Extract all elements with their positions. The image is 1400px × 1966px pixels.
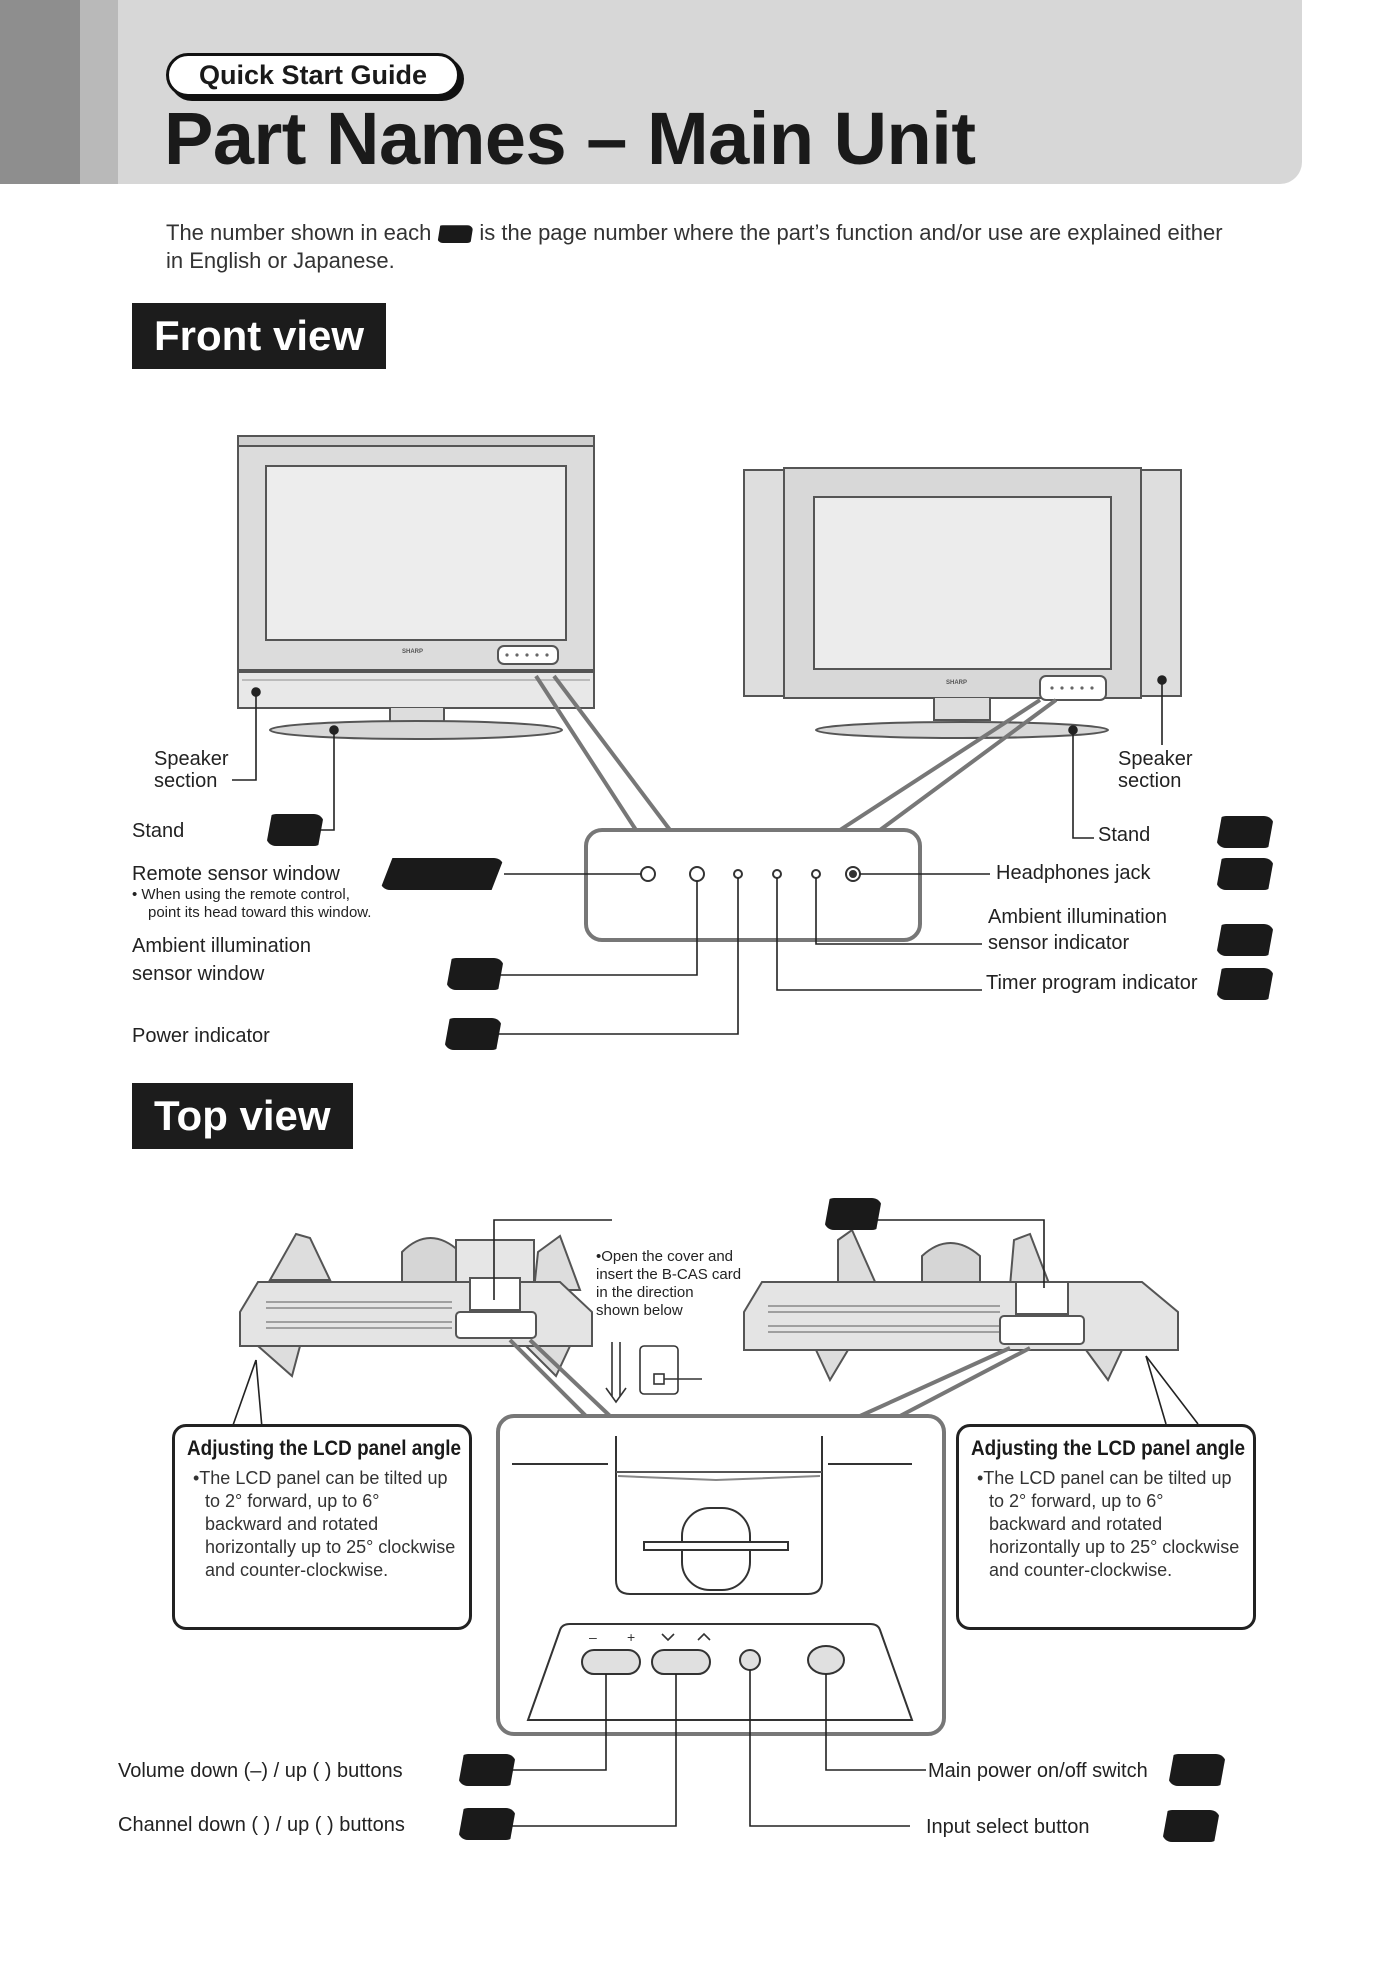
ambient-indicator-line2: sensor indicator	[988, 932, 1130, 954]
power-indicator-label: Power indicator	[132, 1025, 270, 1047]
channel-page-badge	[458, 1808, 516, 1840]
right-top-unit-illustration	[743, 1228, 1179, 1383]
header-stripe-dark	[0, 0, 80, 184]
bcas-note-line1: •Open the cover and	[596, 1248, 734, 1265]
right-tv-illustration	[743, 467, 1182, 739]
card-slot-detail	[512, 1436, 912, 1595]
callout-left-title: Adjusting the LCD panel angle	[187, 1437, 462, 1460]
stand-right-label: Stand	[1098, 824, 1151, 846]
left-tv-illustration	[237, 435, 595, 740]
front-zoom-lines	[534, 674, 1058, 942]
stand-left-label: Stand	[132, 820, 185, 842]
stand-right-page-badge	[1216, 816, 1274, 848]
remote-note-line2: point its head toward this window.	[148, 904, 372, 921]
callout-right-body: •The LCD panel can be tilted up to 2° fo…	[977, 1468, 1240, 1580]
volume-minus-sign: –	[589, 1629, 597, 1645]
intro-line-2: in English or Japanese.	[166, 248, 395, 273]
right-tv-brand-logo: SHARP	[946, 680, 967, 686]
bcas-note-line2: insert the B-CAS card	[596, 1266, 742, 1283]
quick-start-guide-tag: Quick Start Guide	[166, 53, 460, 97]
timer-indicator-page-badge	[1216, 968, 1274, 1000]
power-indicator-page-badge	[444, 1018, 502, 1050]
top-leader-lines	[231, 1219, 1199, 1827]
bcas-card-arrow-icon	[605, 1342, 702, 1404]
intro-line-1: The number shown in each is the page numb…	[166, 220, 1223, 246]
bcas-note-line3: in the direction	[596, 1284, 694, 1301]
main-power-label: Main power on/off switch	[928, 1760, 1148, 1782]
ambient-indicator-label: Ambient illumination sensor indicator	[988, 906, 1167, 954]
speaker-right-line1: Speaker	[1118, 748, 1193, 770]
callout-left-body: •The LCD panel can be tilted up to 2° fo…	[193, 1468, 456, 1580]
volume-buttons-label: Volume down (–) / up ( ) buttons	[118, 1760, 403, 1782]
channel-buttons-label: Channel down ( ) / up ( ) buttons	[118, 1814, 405, 1836]
ambient-indicator-page-badge	[1216, 924, 1274, 956]
front-leader-lines	[232, 675, 1167, 1035]
button-panel-detail	[526, 1623, 914, 1721]
intro-text-after: is the page number where the part’s func…	[479, 220, 1223, 245]
intro-text-before: The number shown in each	[166, 220, 432, 245]
ambient-window-label: Ambient illumination sensor window	[132, 935, 311, 985]
volume-plus-sign: +	[627, 1629, 635, 1645]
headphones-page-badge	[1216, 858, 1274, 890]
top-view-heading: Top view	[132, 1083, 353, 1149]
page-title: Part Names – Main Unit	[164, 97, 976, 180]
page-number-badge-icon	[437, 225, 474, 244]
callout-right-title: Adjusting the LCD panel angle	[971, 1437, 1246, 1460]
ambient-window-line2: sensor window	[132, 963, 265, 985]
stand-left-page-badge	[266, 814, 324, 846]
speaker-section-left-label: Speaker section	[154, 748, 229, 792]
input-select-label: Input select button	[926, 1816, 1090, 1838]
left-top-unit-illustration	[239, 1232, 593, 1378]
remote-sensor-label: Remote sensor window	[132, 863, 340, 885]
remote-sensor-page-badge	[380, 858, 504, 890]
lcd-angle-callout-left: Adjusting the LCD panel angle •The LCD p…	[172, 1424, 472, 1630]
ambient-window-line1: Ambient illumination	[132, 935, 311, 957]
speaker-right-line2: section	[1118, 770, 1182, 792]
remote-note-line1: • When using the remote control,	[132, 886, 350, 903]
header-stripe-light	[80, 0, 118, 184]
bcas-page-badge	[824, 1198, 882, 1230]
front-view-heading: Front view	[132, 303, 387, 369]
left-tv-brand-logo: SHARP	[402, 649, 423, 655]
ambient-indicator-line1: Ambient illumination	[988, 906, 1167, 928]
front-control-dots	[640, 866, 861, 882]
headphones-jack-label: Headphones jack	[996, 862, 1151, 884]
bcas-note-line4: shown below	[596, 1302, 683, 1319]
timer-indicator-label: Timer program indicator	[986, 972, 1198, 994]
speaker-left-line2: section	[154, 770, 218, 792]
ambient-window-page-badge	[446, 958, 504, 990]
bcas-note: •Open the cover and insert the B-CAS car…	[596, 1248, 741, 1320]
speaker-section-right-label: Speaker section	[1118, 748, 1193, 792]
main-power-page-badge	[1168, 1754, 1226, 1786]
lcd-angle-callout-right: Adjusting the LCD panel angle •The LCD p…	[956, 1424, 1256, 1630]
input-select-page-badge	[1162, 1810, 1220, 1842]
speaker-left-line1: Speaker	[154, 748, 229, 770]
volume-page-badge	[458, 1754, 516, 1786]
